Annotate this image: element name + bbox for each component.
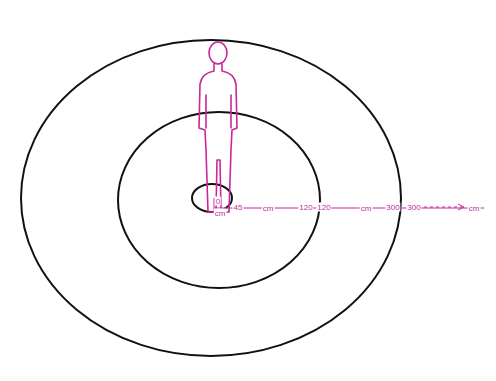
social-zone xyxy=(118,112,320,288)
dimension-label: 45 xyxy=(233,203,244,212)
dimension-label: 120 xyxy=(298,203,313,212)
public-zone xyxy=(21,40,401,356)
arrow-head xyxy=(458,204,464,210)
dimension-label: 120 xyxy=(316,203,331,212)
dimension-label: cm xyxy=(468,204,481,213)
dimension-label: cm xyxy=(262,204,275,213)
dimension-label: cm xyxy=(214,209,227,218)
dimension-label: 300 xyxy=(406,203,421,212)
dimension-label: cm xyxy=(360,204,373,213)
dimension-label: 0 xyxy=(215,197,221,206)
dimension-label: 300 xyxy=(385,203,400,212)
measure-line xyxy=(214,208,484,209)
dashed-extent xyxy=(424,207,462,208)
person-figure xyxy=(199,42,237,212)
